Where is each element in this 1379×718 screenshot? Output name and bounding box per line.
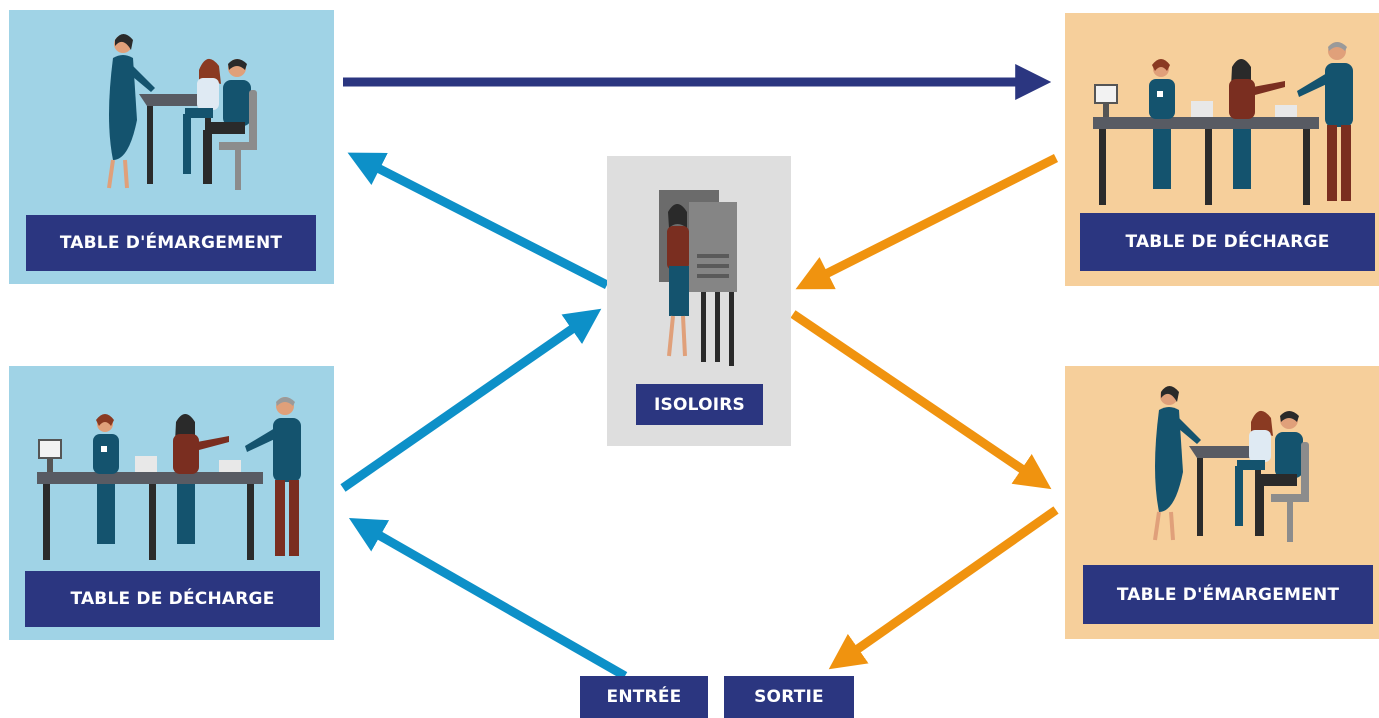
ballot-table-illustration [1093, 42, 1353, 205]
arrow-isoloirs-to-emargement [347, 152, 610, 290]
station-label: TABLE DE DÉCHARGE [25, 571, 320, 627]
station-label: ISOLOIRS [636, 384, 763, 425]
entree-label: ENTRÉE [580, 676, 708, 718]
ballot-table-illustration [37, 397, 301, 560]
station-emargement-left: TABLE D'ÉMARGEMENT [9, 10, 334, 284]
signing-table-illustration [1153, 386, 1309, 542]
arrow-decharge-right-to-isoloirs [795, 153, 1059, 290]
signing-table-illustration [107, 34, 257, 190]
arrow-emargement-right-to-sortie [828, 506, 1059, 670]
voting-booth-illustration [659, 190, 737, 366]
arrow-decharge-to-isoloirs [340, 308, 602, 492]
station-label: TABLE DE DÉCHARGE [1080, 213, 1375, 271]
station-emargement-right: TABLE D'ÉMARGEMENT [1065, 366, 1379, 639]
station-decharge-right: TABLE DE DÉCHARGE [1065, 13, 1379, 286]
station-label: TABLE D'ÉMARGEMENT [26, 215, 316, 271]
arrow-isoloirs-to-emargement-right [790, 310, 1052, 490]
arrow-entree-to-decharge [348, 517, 628, 680]
sortie-label: SORTIE [724, 676, 854, 718]
station-label: TABLE D'ÉMARGEMENT [1083, 565, 1373, 624]
station-decharge-left: TABLE DE DÉCHARGE [9, 366, 334, 640]
station-isoloirs: ISOLOIRS [607, 156, 791, 446]
